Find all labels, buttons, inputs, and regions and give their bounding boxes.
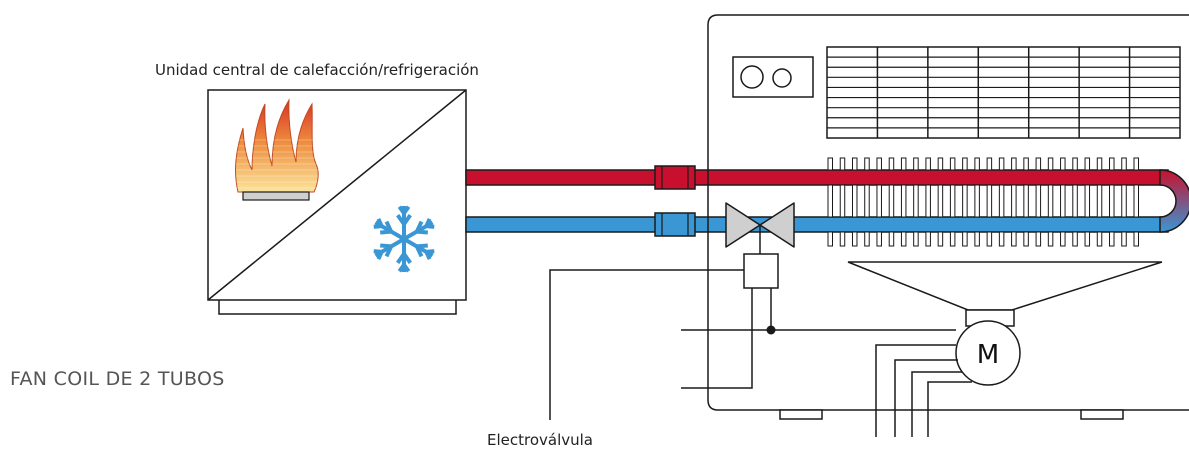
control-knob-1	[740, 65, 764, 89]
cabinet-foot-left	[779, 409, 823, 420]
fan-coil-unit: M	[707, 14, 1189, 437]
snowflake-icon	[373, 205, 435, 273]
central-unit-base	[218, 298, 457, 315]
central-unit-diagonal	[207, 89, 467, 301]
cabinet-foot-right	[1080, 409, 1124, 420]
central-unit-label: Unidad central de calefacción/refrigerac…	[155, 61, 479, 79]
control-knob-2	[772, 68, 792, 88]
motor-label: M	[977, 340, 999, 370]
valve-label: Electroválvula	[487, 431, 593, 449]
diagram-title: FAN COIL DE 2 TUBOS	[10, 368, 225, 390]
air-grille	[826, 46, 1181, 139]
burner-plate	[242, 191, 310, 201]
cold-pipe-coupling	[654, 212, 696, 237]
valve-actuator	[743, 253, 779, 289]
fan-coil-cabinet	[707, 14, 1189, 411]
central-unit	[207, 89, 467, 315]
coil-fins	[827, 157, 1139, 247]
flame-icon	[235, 98, 319, 201]
cold-pipe-body	[465, 216, 1169, 233]
valve-wiring	[549, 269, 956, 420]
motor-icon: M	[955, 320, 1021, 386]
blower-hood	[847, 261, 1163, 311]
hot-pipe-coupling	[654, 165, 696, 190]
pipe-u-bend	[1159, 169, 1189, 233]
hot-pipe-body	[465, 169, 1169, 186]
hot-pipe	[465, 165, 1169, 190]
motor-wiring	[875, 344, 972, 437]
solenoid-valve	[725, 202, 795, 289]
